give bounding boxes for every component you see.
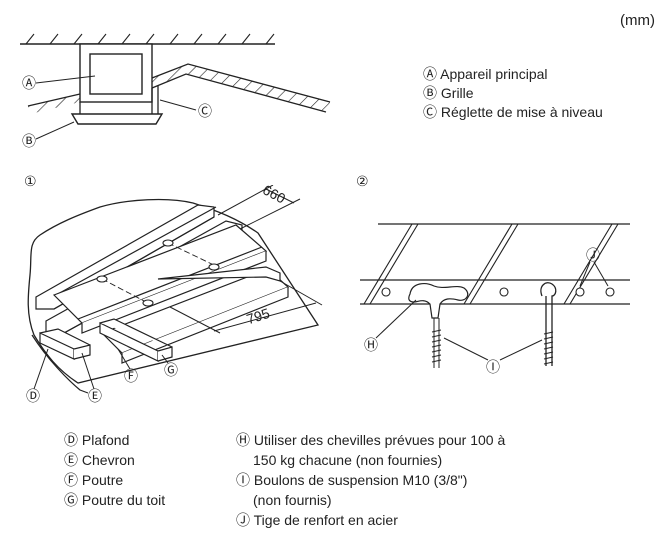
callout-g: Ⓖ bbox=[164, 362, 178, 378]
leader-f bbox=[117, 348, 131, 370]
legend-j: Ⓙ Tige de renfort en acier bbox=[236, 512, 398, 528]
callout-h: Ⓗ bbox=[364, 337, 378, 353]
leader-i-2 bbox=[499, 339, 543, 361]
grille bbox=[70, 113, 164, 125]
leader-i-1 bbox=[443, 337, 489, 361]
figure2-concrete-slab: Ⓙ Ⓗ Ⓘ bbox=[360, 223, 630, 375]
legend-h: Ⓗ Utiliser des chevilles prévues pour 10… bbox=[236, 432, 506, 448]
figure2-number: ② bbox=[356, 173, 369, 189]
dimension-795 bbox=[169, 280, 323, 334]
figure1-legend: Ⓓ Plafond Ⓔ Chevron Ⓕ Poutre Ⓖ Poutre du… bbox=[64, 430, 165, 510]
legend-e: Ⓔ Chevron bbox=[64, 452, 135, 468]
figure2-legend: Ⓗ Utiliser des chevilles prévues pour 10… bbox=[236, 430, 505, 530]
ceiling-left-hatch bbox=[28, 94, 80, 114]
callout-j: Ⓙ bbox=[586, 247, 600, 263]
legend-g: Ⓖ Poutre du toit bbox=[64, 492, 166, 508]
callout-i: Ⓘ bbox=[486, 359, 500, 375]
t-anchor bbox=[408, 283, 469, 319]
rebar-circles bbox=[381, 287, 615, 297]
ceiling-board-edge bbox=[31, 334, 89, 394]
leader-b bbox=[35, 121, 75, 140]
legend-c: Ⓒ Réglette de mise à niveau bbox=[423, 104, 603, 120]
legend-d: Ⓓ Plafond bbox=[64, 432, 130, 448]
callout-d: Ⓓ bbox=[26, 388, 40, 404]
leader-g bbox=[161, 354, 169, 364]
callout-e: Ⓔ bbox=[88, 388, 102, 404]
leader-c bbox=[159, 99, 197, 111]
legend-f: Ⓕ Poutre bbox=[64, 472, 124, 488]
ceiling-right-lower bbox=[151, 73, 327, 113]
leader-j-1 bbox=[579, 261, 591, 287]
installation-cross-section: Ⓐ Ⓑ Ⓒ bbox=[20, 33, 331, 149]
upper-slab-hatching bbox=[25, 33, 275, 45]
legend-i: Ⓘ Boulons de suspension M10 (3/8") bbox=[236, 472, 468, 488]
roof-beams bbox=[39, 266, 281, 362]
threaded-rod-left bbox=[431, 318, 442, 368]
ceiling-right bbox=[151, 63, 331, 103]
legend-b: Ⓑ Grille bbox=[423, 85, 474, 101]
leader-j-2 bbox=[593, 261, 609, 287]
unit-label: (mm) bbox=[620, 12, 655, 29]
dimension-660 bbox=[217, 185, 301, 230]
callout-f: Ⓕ bbox=[124, 368, 138, 384]
leader-d bbox=[33, 348, 49, 390]
leader-h bbox=[375, 299, 417, 339]
callout-c: Ⓒ bbox=[198, 103, 212, 119]
ceiling-left bbox=[27, 93, 81, 107]
main-unit-inner bbox=[89, 53, 143, 95]
centre-lines bbox=[101, 242, 219, 304]
legend-i-cont: (non fournis) bbox=[253, 492, 332, 508]
bolt-rings bbox=[96, 239, 220, 307]
callout-b: Ⓑ bbox=[22, 133, 36, 149]
legend-h-cont: 150 kg chacune (non fournies) bbox=[253, 452, 443, 468]
figure1-ceiling-framing: 660 795 Ⓓ Ⓔ Ⓕ Ⓖ bbox=[26, 185, 323, 404]
top-legend: Ⓐ Appareil principal Ⓑ Grille Ⓒ Réglette… bbox=[423, 65, 603, 122]
ceiling-right-hatch bbox=[152, 64, 330, 112]
threaded-rod-right bbox=[543, 331, 554, 365]
dim-660-label: 660 bbox=[260, 185, 288, 207]
leader-a bbox=[35, 75, 96, 84]
leader-e bbox=[81, 352, 95, 390]
figure1-number: ① bbox=[24, 173, 37, 189]
dim-795-label: 795 bbox=[244, 305, 271, 328]
callout-a: Ⓐ bbox=[22, 75, 36, 91]
hook-bolt bbox=[540, 282, 557, 366]
legend-a: Ⓐ Appareil principal bbox=[423, 66, 548, 82]
